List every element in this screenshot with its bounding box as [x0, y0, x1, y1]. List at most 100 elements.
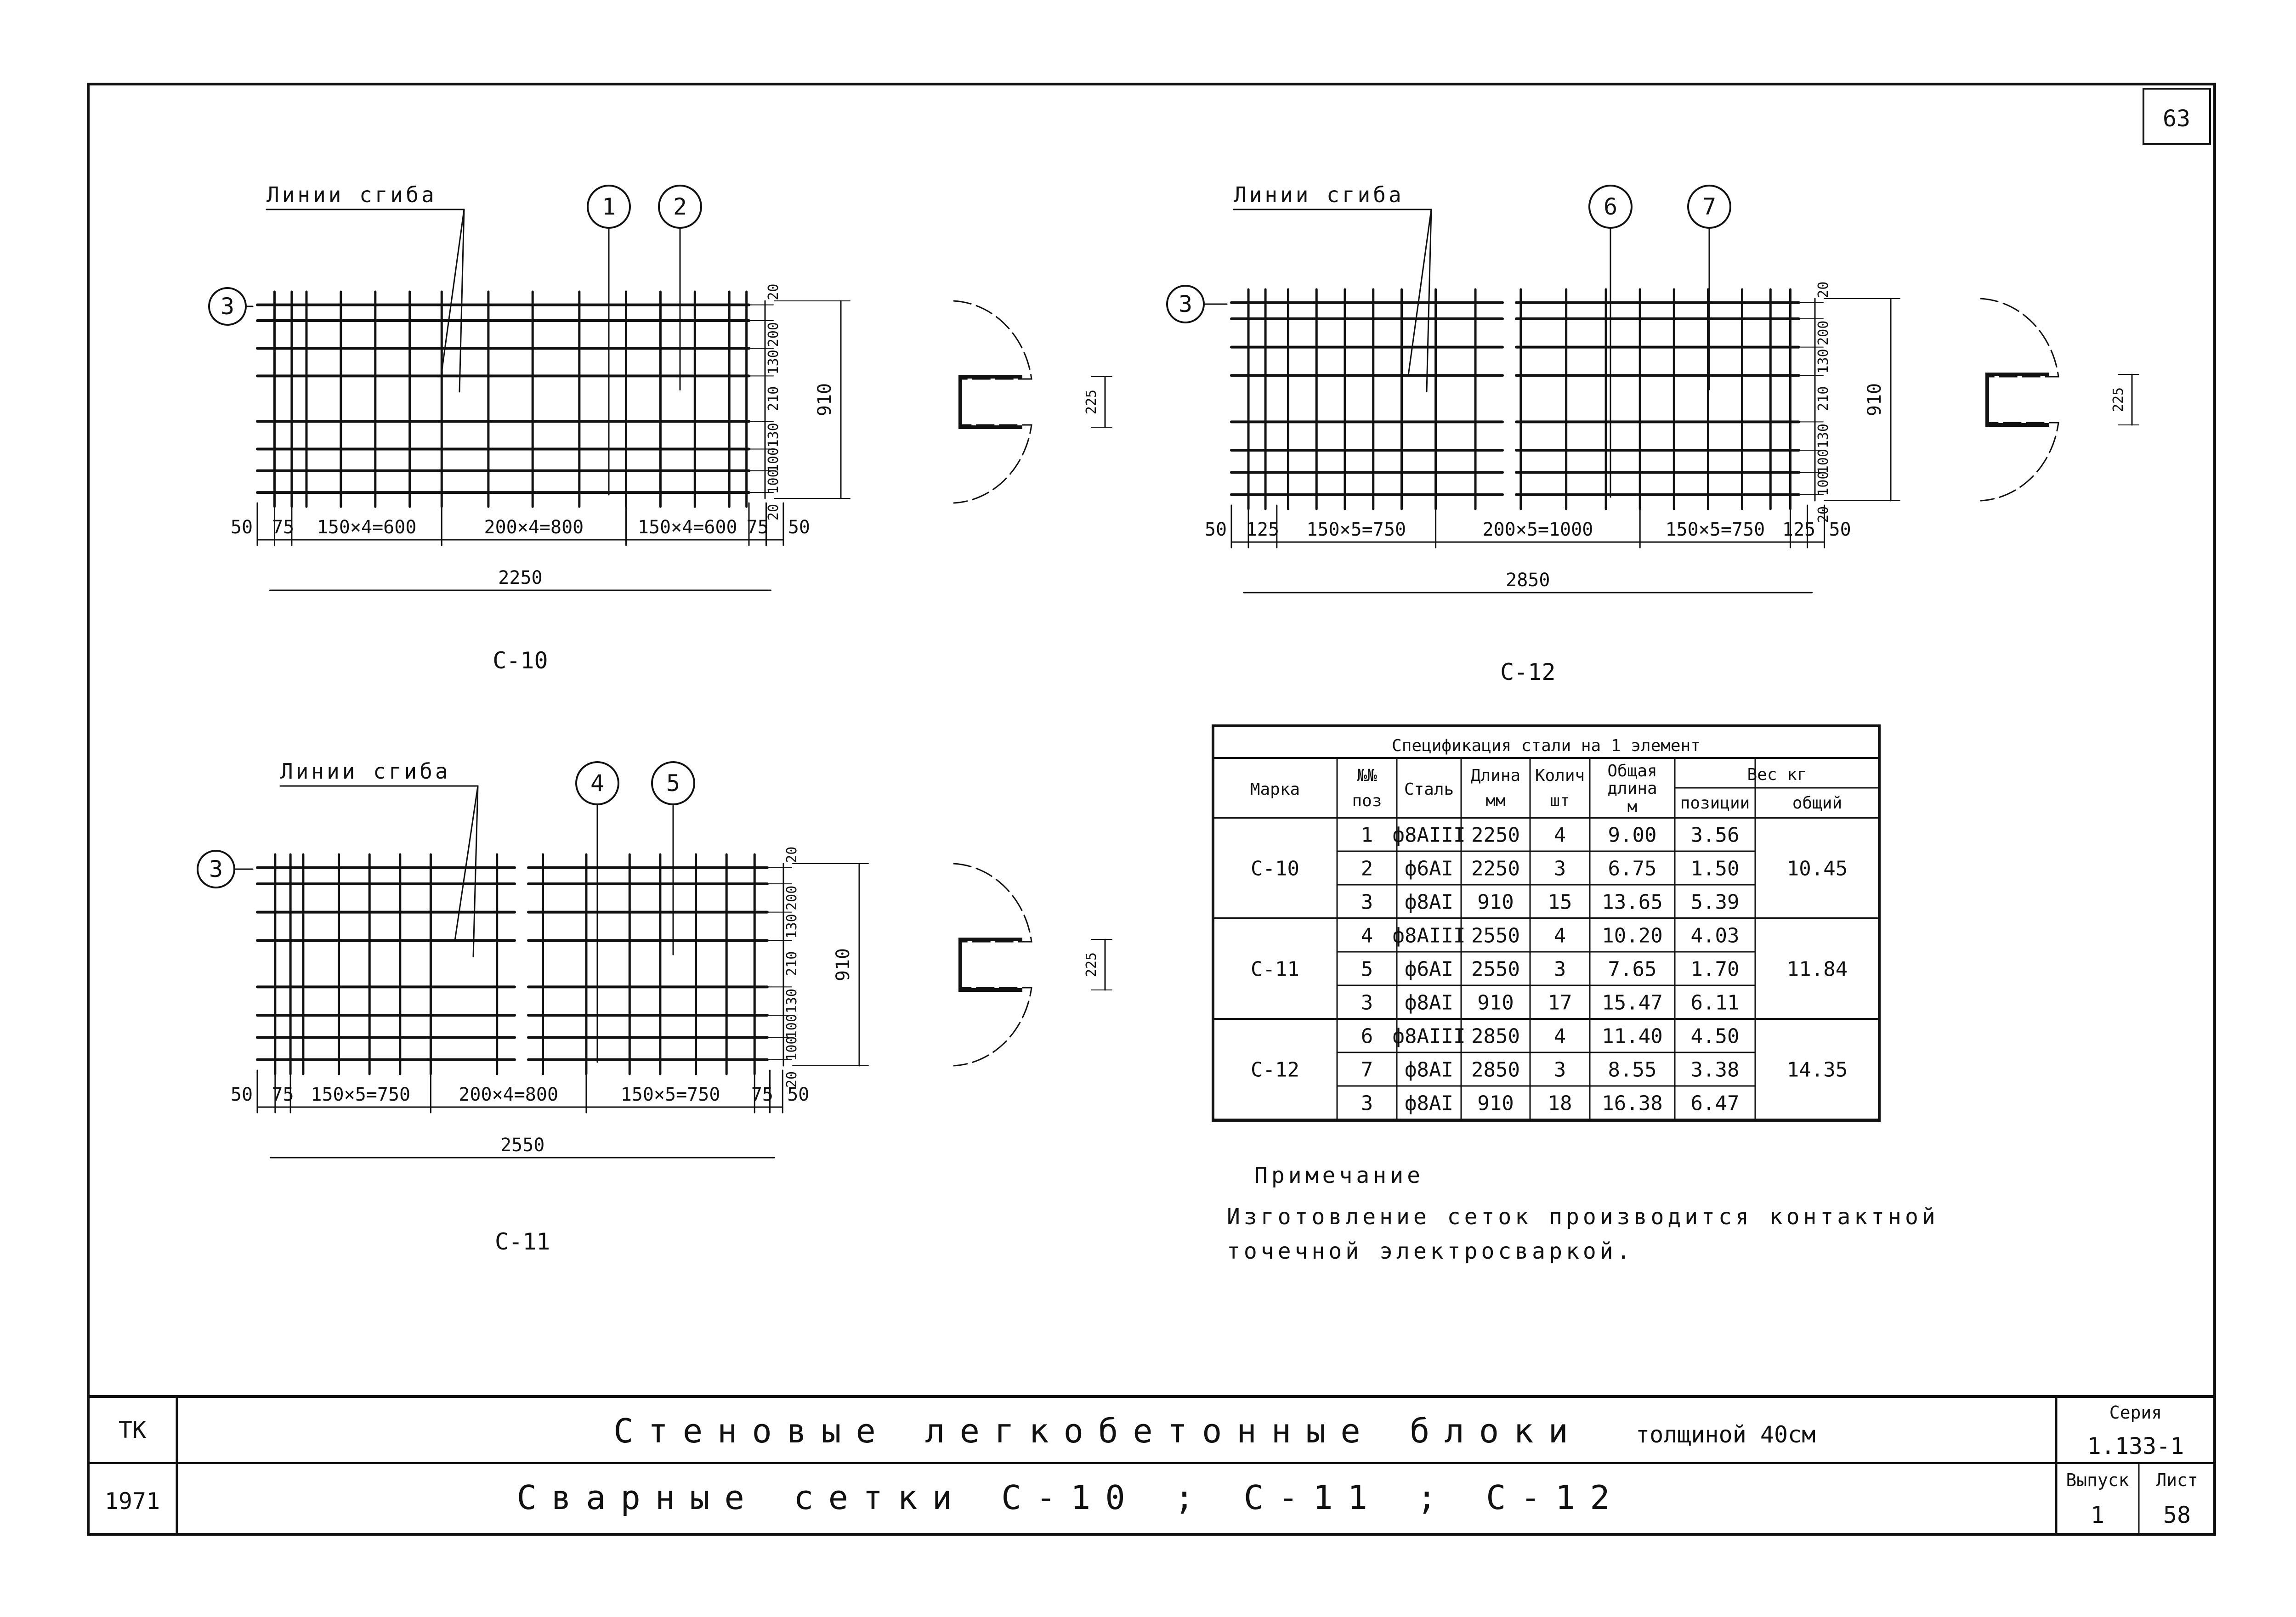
table-title: Спецификация стали на 1 элемент — [1392, 736, 1701, 755]
cell-qty: 4 — [1554, 824, 1566, 847]
fold-lines-label: Линии сгиба — [280, 759, 451, 784]
dimension-value: 50 — [1205, 519, 1227, 540]
section-outline — [953, 863, 1032, 1067]
cell-w: 6.47 — [1691, 1092, 1740, 1115]
section-outline — [953, 300, 1032, 504]
cell-pos: 3 — [1361, 1092, 1373, 1115]
cell-w: 1.70 — [1691, 958, 1740, 981]
right-dimension-value: 100 — [784, 1014, 800, 1039]
cell-steel: ф8АIII — [1393, 824, 1466, 847]
right-dimension-value: 20 — [765, 504, 782, 520]
cell-steel: ф6АI — [1405, 857, 1453, 881]
sheet-frame: 63 — [87, 83, 2216, 1536]
cell-tlen: 13.65 — [1602, 891, 1662, 914]
header-total-length: Общая — [1607, 762, 1657, 780]
row-total-weight: 10.45 — [1787, 857, 1848, 881]
dimension-value: 150×5=750 — [1306, 519, 1406, 540]
right-dimension-value: 100 — [1815, 449, 1831, 474]
title-line-2: Сварные сетки С-10 ; С-11 ; С-12 — [516, 1478, 1624, 1517]
cell-pos: 7 — [1361, 1058, 1373, 1082]
height-value: 910 — [814, 383, 835, 416]
right-dimension-value: 100 — [765, 469, 782, 494]
cell-pos: 3 — [1361, 991, 1373, 1015]
header-qty: шт — [1550, 792, 1570, 810]
fold-leader — [440, 209, 465, 377]
outer-border — [87, 83, 2216, 1536]
total-length: 2250 — [498, 567, 542, 588]
cell-len: 2850 — [1471, 1058, 1520, 1082]
cell-qty: 4 — [1554, 1025, 1566, 1048]
cell-w: 4.50 — [1691, 1025, 1740, 1048]
position-3: 3 — [209, 856, 223, 882]
mesh-mark: С-10 — [493, 647, 548, 674]
right-dimension-value: 20 — [1815, 282, 1831, 298]
cell-tlen: 8.55 — [1608, 1058, 1657, 1082]
cell-len: 910 — [1477, 991, 1514, 1015]
note-text: Изготовление сеток производится контактн… — [1227, 1204, 1939, 1230]
cell-pos: 3 — [1361, 891, 1373, 914]
note-text: точечной электросваркой. — [1227, 1238, 1634, 1264]
cell-qty: 3 — [1554, 1058, 1566, 1082]
dimension-value: 200×5=1000 — [1482, 519, 1593, 540]
title-line-1-suffix: толщиной 40см — [1636, 1421, 1815, 1448]
fold-leader — [1426, 209, 1432, 392]
cell-w: 5.39 — [1691, 891, 1740, 914]
cell-tlen: 9.00 — [1608, 824, 1657, 847]
row-mark: С-10 — [1251, 857, 1299, 881]
cell-pos: 5 — [1361, 958, 1373, 981]
position-b: 7 — [1702, 193, 1716, 220]
cell-tlen: 16.38 — [1602, 1092, 1662, 1115]
header-total-length: длина — [1607, 779, 1657, 798]
sheet-number-box — [2143, 88, 2211, 145]
cell-pos: 1 — [1361, 824, 1373, 847]
dimension-value: 50 — [231, 1084, 253, 1105]
cell-w: 6.11 — [1691, 991, 1740, 1015]
dimension-value: 125 — [1246, 519, 1279, 540]
fold-leader — [454, 785, 479, 941]
right-dimension-value: 100 — [765, 447, 782, 472]
right-dimension-value: 210 — [765, 386, 782, 411]
fold-leader — [1407, 209, 1432, 376]
height-value: 910 — [833, 948, 854, 981]
dimension-value: 50 — [788, 517, 810, 538]
cell-steel: ф8АIII — [1393, 1025, 1466, 1048]
position-3: 3 — [221, 293, 234, 320]
row-total-weight: 14.35 — [1787, 1058, 1848, 1082]
section-outline — [1980, 298, 2059, 502]
section-bar — [1985, 373, 2049, 427]
mesh-mark: С-11 — [495, 1228, 550, 1255]
spec-table: Спецификация стали на 1 элементМарка№№по… — [1212, 724, 1881, 1122]
cell-steel: ф8АIII — [1393, 924, 1466, 948]
cell-steel: ф8АI — [1405, 1092, 1453, 1115]
cell-pos: 6 — [1361, 1025, 1373, 1048]
right-dimension-value: 20 — [1815, 506, 1831, 523]
cell-w: 1.50 — [1691, 857, 1740, 881]
year: 1971 — [105, 1488, 160, 1515]
right-dimension-value: 20 — [784, 1071, 800, 1088]
cell-steel: ф8АI — [1405, 991, 1453, 1015]
cell-tlen: 15.47 — [1602, 991, 1662, 1015]
right-dimension-value: 200 — [1815, 321, 1831, 345]
cell-qty: 15 — [1548, 891, 1572, 914]
dimension-value: 50 — [1829, 519, 1851, 540]
cell-len: 2550 — [1471, 924, 1520, 948]
mesh-mark: С-12 — [1500, 659, 1555, 685]
cell-tlen: 10.20 — [1602, 924, 1662, 948]
cell-qty: 4 — [1554, 924, 1566, 948]
note-heading: Примечание — [1254, 1163, 1424, 1188]
header-total-length: м — [1627, 797, 1638, 816]
position-b: 2 — [673, 193, 687, 220]
dimension-value: 75 — [751, 1084, 773, 1105]
section-dimension-value: 225 — [2110, 387, 2126, 412]
header-pos: №№ — [1356, 766, 1377, 785]
cell-len: 2250 — [1471, 857, 1520, 881]
right-dimension-value: 20 — [784, 847, 800, 863]
dimension-value: 50 — [787, 1084, 809, 1105]
height-value: 910 — [1864, 383, 1885, 416]
dimension-value: 150×4=600 — [317, 517, 417, 538]
table-border — [1212, 724, 1881, 1122]
cell-qty: 17 — [1548, 991, 1572, 1015]
